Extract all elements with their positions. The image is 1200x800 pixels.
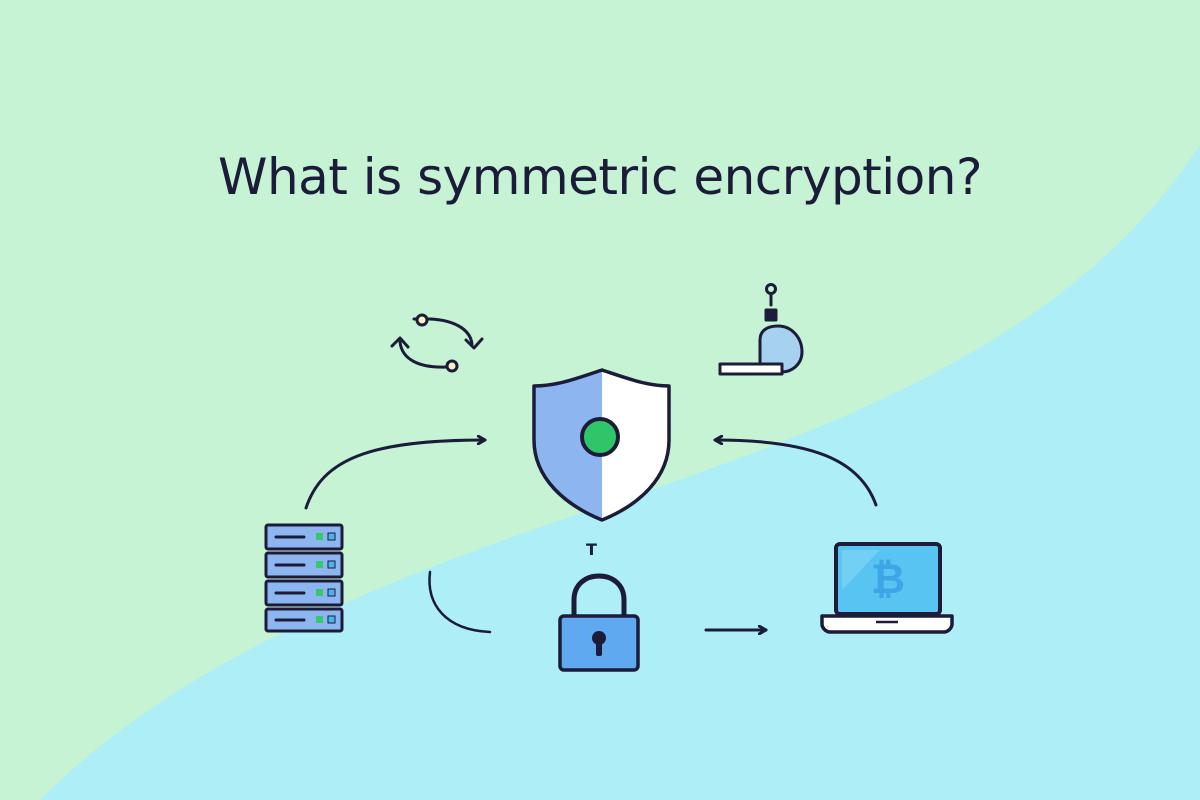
curve-lower-left bbox=[428, 570, 492, 634]
sync-arrows-icon bbox=[390, 313, 484, 373]
server-icon bbox=[264, 523, 344, 633]
arrow-server-to-shield bbox=[304, 440, 487, 510]
background-blue-wave bbox=[40, 145, 1200, 800]
laptop-icon: ₿ bbox=[820, 542, 954, 634]
arrow-laptop-to-shield bbox=[713, 440, 878, 507]
small-t-label: T bbox=[586, 540, 597, 559]
padlock-icon bbox=[558, 573, 640, 672]
key-stand-icon bbox=[718, 283, 804, 376]
shield-icon bbox=[532, 368, 671, 522]
page-title: What is symmetric encryption? bbox=[218, 148, 983, 206]
bitcoin-symbol: ₿ bbox=[871, 554, 905, 603]
